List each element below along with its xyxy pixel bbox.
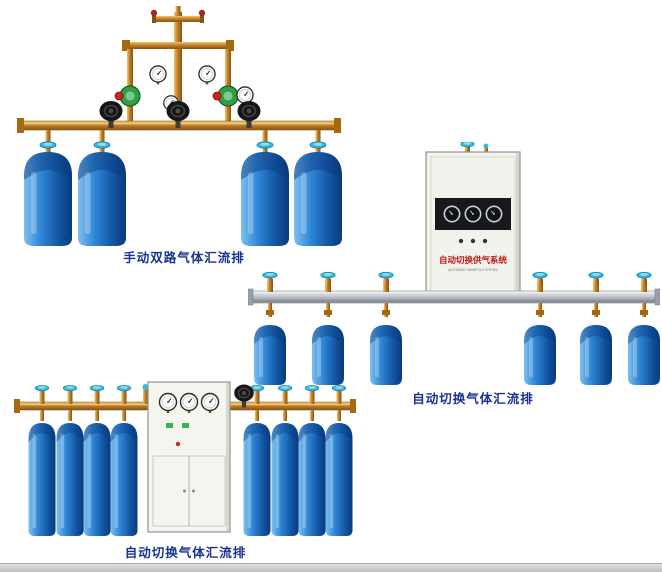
gas-cylinder (325, 423, 353, 536)
figure-caption-manual-dual: 手动双路气体汇流排 (123, 251, 245, 265)
cylinder-valve (331, 385, 347, 398)
header-flange (334, 118, 341, 133)
indicator-dot (482, 238, 488, 244)
indicator-red (175, 441, 181, 447)
bottle-valve (320, 271, 336, 286)
header-flange (350, 399, 356, 413)
cylinder-valve (62, 385, 78, 398)
header-flange (14, 399, 20, 413)
cylinder-valve (304, 385, 320, 398)
cylinder-station (28, 385, 56, 536)
top-valve-knob (198, 9, 206, 17)
door-handle (183, 489, 186, 493)
gas-bottle (628, 325, 660, 385)
gas-cylinder (243, 423, 271, 536)
bottle-valve (588, 271, 604, 286)
cylinder-station (83, 385, 111, 536)
cylinder-valve (116, 385, 132, 398)
gas-cylinder (110, 423, 138, 536)
inlet-valve-knob (142, 384, 149, 390)
center-riser-pipe (174, 12, 182, 124)
bottle-valve (636, 271, 652, 286)
header-flange (17, 118, 24, 133)
cabinet-inlet-pipe (143, 388, 148, 404)
indicator-green (166, 423, 173, 428)
cylinder-station (294, 130, 342, 246)
bottle-valve (532, 271, 548, 286)
pressure-regulator (114, 85, 141, 107)
gas-cylinder (56, 423, 84, 536)
gas-cylinder (83, 423, 111, 536)
bottle-station (370, 271, 402, 385)
indicator-dot (470, 238, 476, 244)
indicator-green (182, 423, 189, 428)
cylinder-station (243, 385, 271, 536)
bottle-station (628, 271, 660, 385)
gas-bottle (580, 325, 612, 385)
outlet-valve-knob (483, 143, 489, 149)
manual-dual-manifold-illustration (17, 6, 342, 246)
gas-bottle (524, 325, 556, 385)
cabinet-title: 自动切换供气系统 (439, 255, 508, 265)
gas-cylinder (24, 152, 72, 246)
bottle-station (312, 271, 344, 385)
cabinet-gauge (443, 205, 461, 223)
indicator-dot (458, 238, 464, 244)
bottle-valve (378, 271, 394, 286)
pressure-gauge (148, 64, 168, 86)
bottle-station (254, 271, 286, 385)
bottle-station (524, 271, 556, 385)
cylinder-station (325, 385, 353, 536)
pressure-gauge (197, 64, 217, 86)
bottle-station (580, 271, 612, 385)
cylinder-station (24, 130, 72, 246)
top-tee-pipe (154, 16, 202, 22)
auto-switch-floor-manifold-illustration (14, 381, 356, 536)
cabinet-gauge (464, 205, 482, 223)
cylinder-valve (89, 385, 105, 398)
gas-cylinder (28, 423, 56, 536)
control-cabinet: 自动切换供气系统 AUTOMATIC MANIFOLD SYSTEM (425, 151, 521, 303)
cylinder-valve (277, 385, 293, 398)
cylinder-station (298, 385, 326, 536)
door-handle (192, 489, 195, 493)
top-crossbar-pipe (124, 42, 232, 49)
cylinder-station (110, 385, 138, 536)
cabinet-subtitle: AUTOMATIC MANIFOLD SYSTEM (448, 268, 498, 272)
cylinder-station (56, 385, 84, 536)
cabinet-gauge (485, 205, 503, 223)
top-valve-knob (150, 9, 158, 17)
cylinder-station (78, 130, 126, 246)
gas-cylinder (271, 423, 299, 536)
pressure-regulator (212, 85, 239, 107)
gas-cylinder (78, 152, 126, 246)
figure-caption-auto-switch-wall: 自动切换气体汇流排 (412, 392, 534, 406)
bar-end-cap (248, 288, 254, 306)
gas-cylinder (298, 423, 326, 536)
gas-bottle (254, 325, 286, 385)
cylinder-station (241, 130, 289, 246)
cylinder-station (271, 385, 299, 536)
auto-switch-wall-manifold-illustration: 自动切换供气系统 AUTOMATIC MANIFOLD SYSTEM (248, 142, 660, 385)
bottle-valve (262, 271, 278, 286)
footer-strip (0, 563, 662, 572)
bar-end-cap (654, 288, 660, 306)
gas-bottle (370, 325, 402, 385)
cylinder-valve (34, 385, 50, 398)
gas-bottle (312, 325, 344, 385)
control-cabinet (147, 381, 231, 533)
figure-caption-auto-switch-floor: 自动切换气体汇流排 (124, 546, 247, 560)
outlet-stub-pipe (175, 6, 181, 14)
